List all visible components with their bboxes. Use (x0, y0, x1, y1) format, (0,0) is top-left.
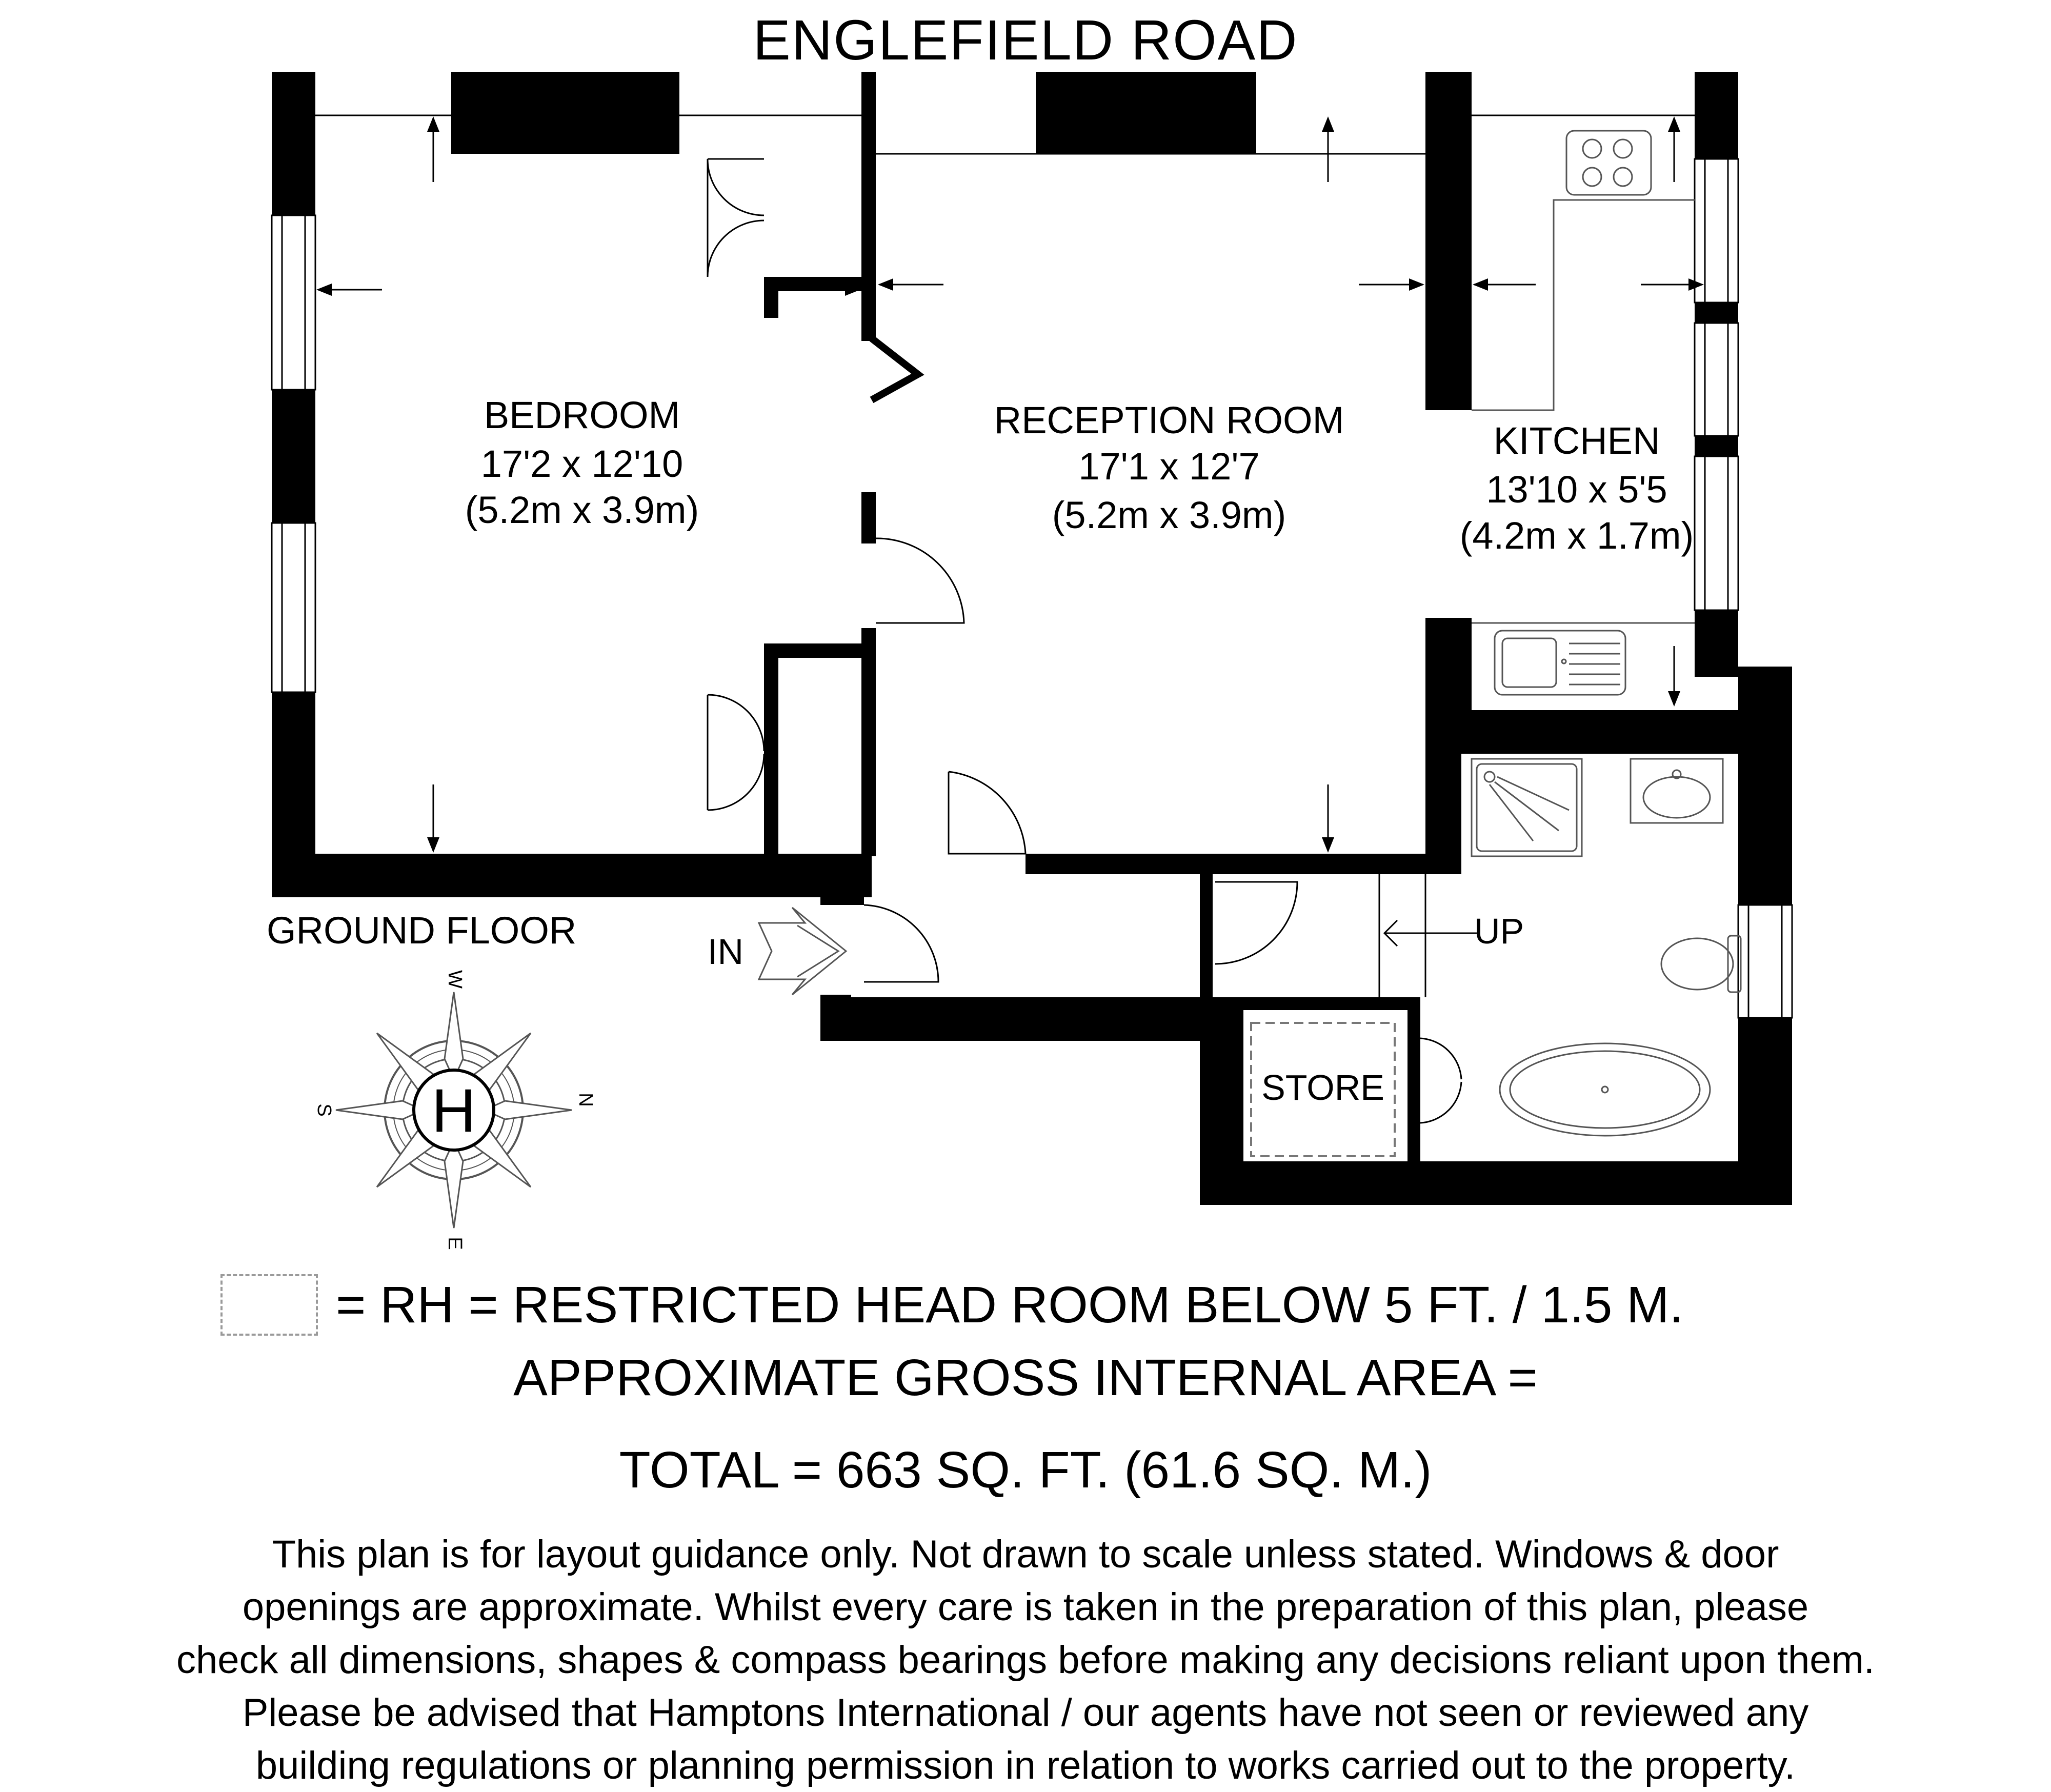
bedroom-name: BEDROOM (484, 394, 680, 436)
basin-icon (1630, 758, 1724, 824)
disclaimer-line: building regulations or planning permiss… (255, 1744, 1796, 1787)
entrance-arrow-icon (757, 907, 848, 996)
wall-west (272, 72, 315, 897)
hob-icon (1565, 130, 1652, 196)
restricted-head-room-swatch (220, 1274, 318, 1336)
kitchen-sink-icon (1494, 630, 1626, 696)
disclaimer-line: check all dimensions, shapes & compass b… (176, 1638, 1875, 1682)
wall-south-bedroom (272, 854, 872, 897)
compass-north: N (575, 1093, 596, 1106)
bedroom-size-metric: (5.2m x 3.9m) (465, 489, 699, 531)
disclaimer-line: Please be advised that Hamptons Internat… (242, 1691, 1809, 1735)
dimension-arrows (316, 116, 1704, 947)
area-label: APPROXIMATE GROSS INTERNAL AREA = (513, 1349, 1538, 1406)
kitchen-name: KITCHEN (1494, 419, 1660, 462)
legend-text: = RH = RESTRICTED HEAD ROOM BELOW 5 FT. … (336, 1276, 1684, 1334)
entrance-label: IN (708, 932, 743, 972)
wall-hall-south (820, 997, 1241, 1041)
doors (707, 158, 1462, 1124)
disclaimer: This plan is for layout guidance only. N… (0, 1528, 2051, 1792)
wall-reception-kitchen (1425, 72, 1472, 410)
room-labels: BEDROOM 17'2 x 12'10 (5.2m x 3.9m) RECEP… (465, 394, 1694, 1108)
kitchen-size-metric: (4.2m x 1.7m) (1460, 514, 1694, 557)
compass-south: S (313, 1103, 335, 1116)
windows (271, 72, 1793, 1019)
store-name: STORE (1261, 1068, 1384, 1108)
floor-label: GROUND FLOOR (267, 909, 576, 952)
bedroom-size: 17'2 x 12'10 (481, 442, 683, 485)
compass-logo: H (432, 1076, 476, 1145)
wall-bedroom-reception (861, 115, 876, 341)
kitchen-size: 13'10 x 5'5 (1486, 468, 1667, 511)
toilet-icon (1660, 935, 1742, 993)
street-name-title: ENGLEFIELD ROAD (753, 9, 1298, 72)
store-restricted-area (1250, 1022, 1396, 1157)
reception-name: RECEPTION ROOM (994, 399, 1344, 441)
disclaimer-line: This plan is for layout guidance only. N… (272, 1533, 1779, 1576)
compass-east: E (444, 1237, 466, 1250)
compass-west: W (444, 970, 466, 989)
shower-tray-icon (1471, 758, 1583, 857)
walls (272, 72, 1792, 1205)
reception-size-metric: (5.2m x 3.9m) (1052, 494, 1286, 536)
reception-size: 17'1 x 12'7 (1078, 445, 1259, 488)
compass-rose: H W E S N (313, 970, 596, 1250)
stairs-label: UP (1474, 911, 1524, 951)
bath-icon (1499, 1042, 1711, 1137)
area-total: TOTAL = 663 SQ. FT. (61.6 SQ. M.) (619, 1441, 1432, 1499)
fixtures (1471, 130, 1742, 1137)
disclaimer-line: openings are approximate. Whilst every c… (242, 1585, 1809, 1629)
